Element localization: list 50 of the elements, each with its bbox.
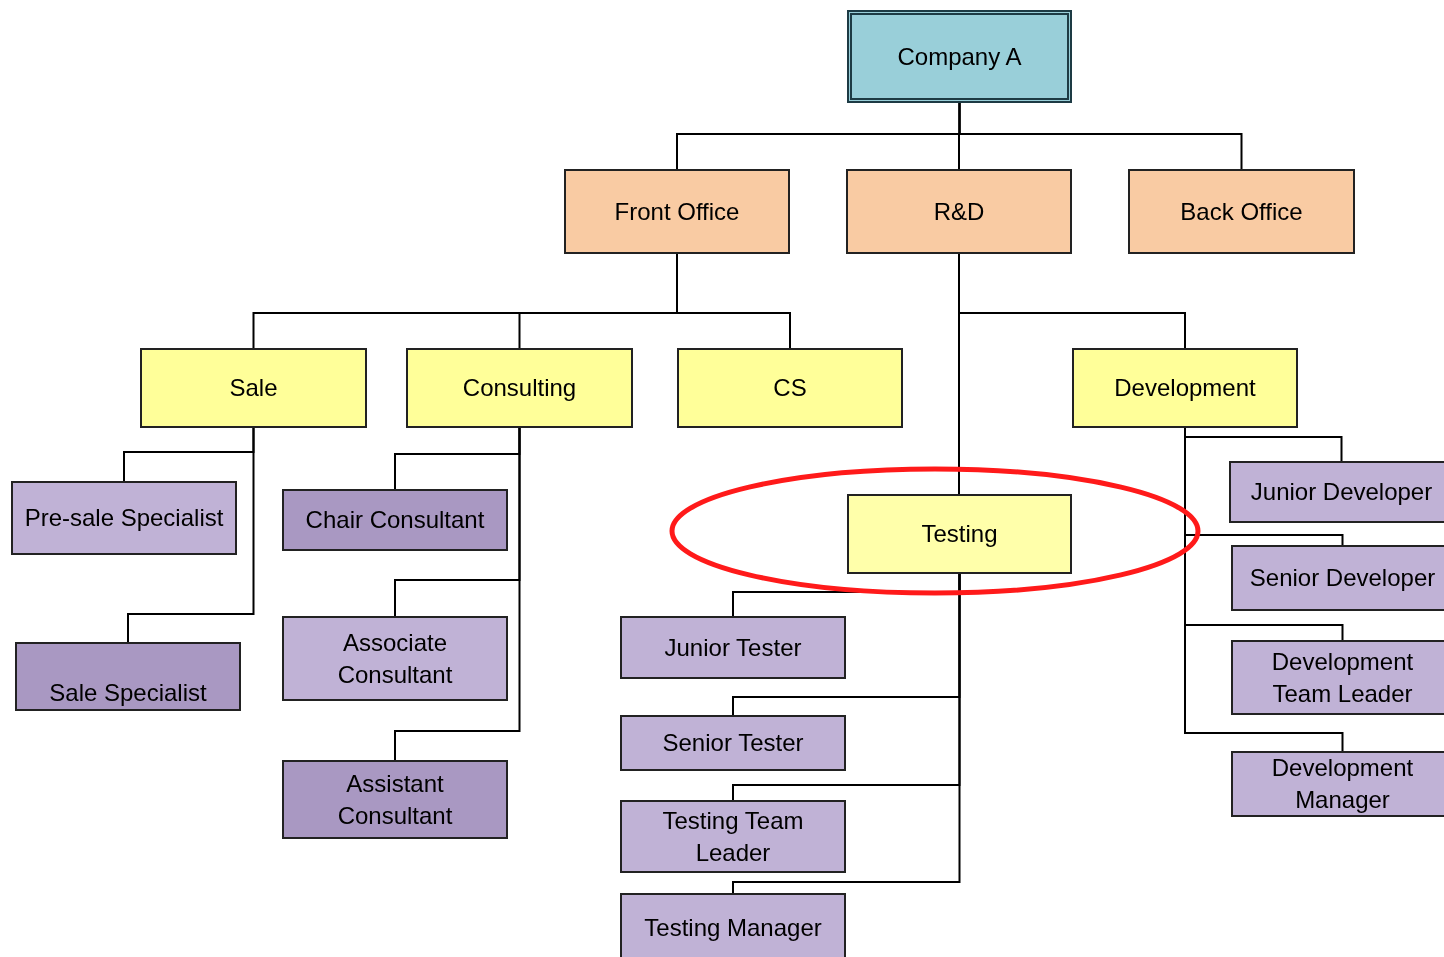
org-box <box>15 642 241 711</box>
box-label: Senior Tester <box>662 728 804 758</box>
box-label: Front Office <box>614 196 740 227</box>
box-label: Assistant Consultant <box>336 768 454 831</box>
org-box <box>620 800 846 873</box>
box-label: Testing Team Leader <box>661 805 805 868</box>
org-box <box>847 10 1072 103</box>
org-box <box>140 348 367 428</box>
org-box <box>620 616 846 679</box>
connector-line <box>676 253 791 349</box>
org-box <box>564 169 790 254</box>
box-label: Associate Consultant <box>336 627 454 690</box>
box-label: Testing <box>921 519 998 549</box>
org-box <box>1231 751 1444 817</box>
box-label: Company A <box>897 41 1022 72</box>
connector-line <box>958 253 960 495</box>
box-label: Pre-sale Specialist <box>24 503 224 533</box>
box-label: Back Office <box>1180 196 1303 227</box>
org-box <box>282 760 508 839</box>
org-box <box>1128 169 1355 254</box>
org-box <box>846 169 1072 254</box>
org-box <box>620 715 846 771</box>
org-box <box>406 348 633 428</box>
box-label: Consulting <box>462 373 577 403</box>
org-box <box>282 616 508 701</box>
org-box <box>282 489 508 551</box>
org-box <box>1072 348 1298 428</box>
box-label: Development <box>1114 373 1256 403</box>
box-label: Senior Developer <box>1249 563 1436 593</box>
org-box <box>847 494 1072 574</box>
box-label: CS <box>773 373 807 403</box>
org-box <box>677 348 903 428</box>
box-label: Sale <box>229 373 278 403</box>
box-label: Junior Developer <box>1250 477 1433 507</box>
box-label: Chair Consultant <box>305 505 485 535</box>
box-label: R&D <box>933 196 985 227</box>
org-box <box>1231 545 1444 611</box>
box-label: Development Manager <box>1270 753 1415 815</box>
box-label: Sale Specialist <box>49 678 207 708</box>
box-label: Testing Manager <box>644 913 822 943</box>
connector-line <box>732 573 961 894</box>
box-label: Junior Tester <box>664 632 802 663</box>
connector-line <box>394 427 521 761</box>
org-box <box>1229 461 1444 523</box>
connector-line <box>127 427 255 643</box>
org-box <box>11 481 237 555</box>
org-box <box>620 893 846 957</box>
connector-line <box>958 102 1243 170</box>
org-box <box>1231 640 1444 715</box>
box-label: Development Team Leader <box>1270 646 1415 709</box>
